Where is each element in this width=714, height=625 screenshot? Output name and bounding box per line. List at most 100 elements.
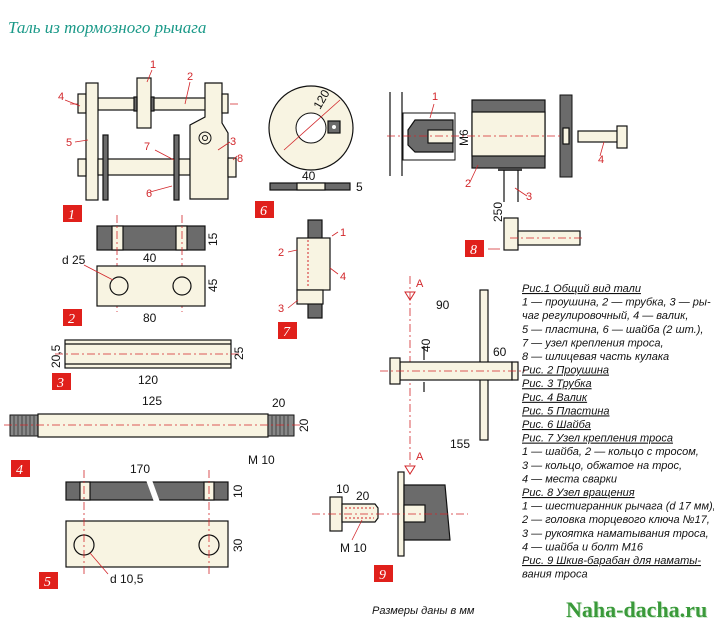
fig9-dim-thread: M 10 bbox=[340, 541, 367, 555]
fig2-dim-width: 80 bbox=[143, 311, 157, 325]
fig8-dim-thread: М6 bbox=[457, 129, 471, 146]
drum-dim-155: 155 bbox=[450, 437, 470, 451]
fig4-dim-dia: 20 bbox=[297, 418, 311, 432]
figure-badges: 1 2 3 4 5 6 7 8 9 bbox=[11, 201, 484, 590]
badge-8-text: 8 bbox=[470, 243, 477, 258]
drum-dim-60: 60 bbox=[493, 345, 507, 359]
legend-line: 4 — места сварки bbox=[522, 473, 617, 485]
fig1-label-5: 5 bbox=[66, 137, 72, 149]
fig2-dim-top-height: 15 bbox=[206, 232, 220, 246]
fig1-spline bbox=[227, 157, 237, 178]
fig1-bolt bbox=[77, 93, 87, 114]
section-mark-a-bottom: А bbox=[416, 451, 424, 463]
fig6-dim-thickness: 5 bbox=[356, 180, 363, 194]
legend-line: Рис. 3 Трубка bbox=[522, 378, 592, 390]
badge-4 bbox=[11, 460, 30, 477]
fig8-label-1: 1 bbox=[432, 91, 438, 103]
legend-line: Рис. 5 Пластина bbox=[522, 405, 609, 417]
fig1-general-view: 1 2 3 4 5 6 7 8 bbox=[58, 59, 243, 201]
fig8-label-4: 4 bbox=[598, 154, 604, 166]
fig3-dim-inner: 20,5 bbox=[49, 344, 63, 368]
legend-line: 8 — шлицевая часть кулака bbox=[522, 351, 669, 363]
legend-line: Рис. 7 Узел крепления троса bbox=[522, 433, 673, 445]
fig3-tube: 20,5 25 120 bbox=[49, 339, 246, 387]
badge-9 bbox=[374, 565, 393, 582]
fig8-label-3: 3 bbox=[526, 191, 532, 203]
fig1-label-1: 1 bbox=[150, 59, 156, 71]
badge-1 bbox=[63, 205, 82, 222]
fig7-label-3: 3 bbox=[278, 303, 284, 315]
drum-dim-40: 40 bbox=[419, 338, 433, 352]
fig1-label-2: 2 bbox=[187, 71, 193, 83]
fig5-dim-length: 170 bbox=[130, 462, 150, 476]
legend-line: вания троса bbox=[522, 569, 588, 581]
fig4-dim-thread: 20 bbox=[272, 396, 286, 410]
drum-dim-90: 90 bbox=[436, 298, 450, 312]
badge-2-text: 2 bbox=[68, 312, 75, 327]
fig5-dim-thickness: 10 bbox=[231, 484, 245, 498]
badge-2 bbox=[63, 309, 82, 326]
fig1-plate bbox=[85, 82, 99, 201]
legend-line: 7 — узел крепления троса, bbox=[522, 337, 664, 349]
fig5-dim-hole: d 10,5 bbox=[110, 572, 144, 586]
fig1-label-6: 6 bbox=[146, 188, 152, 200]
badge-4-text: 4 bbox=[16, 463, 23, 478]
fig3-dim-outer: 25 bbox=[232, 346, 246, 360]
fig7-label-1: 1 bbox=[340, 227, 346, 239]
legend-line: Рис. 6 Шайба bbox=[522, 419, 591, 431]
fig1-washer bbox=[102, 134, 109, 201]
badge-7 bbox=[278, 322, 297, 339]
badge-3-text: 3 bbox=[56, 376, 64, 391]
legend-line: 1 — шайба, 2 — кольцо с тросом, bbox=[522, 446, 699, 458]
fig3-dim-length: 120 bbox=[138, 373, 158, 387]
legend-line: Рис. 4 Валик bbox=[522, 392, 588, 404]
fig7-label-2: 2 bbox=[278, 247, 284, 259]
fig1-label-7: 7 bbox=[144, 141, 150, 153]
badge-6 bbox=[255, 201, 274, 218]
fig1-label-3: 3 bbox=[230, 136, 236, 148]
fig4-shaft: 125 20 20 M 10 bbox=[4, 394, 311, 467]
legend-line: Рис. 9 Шкив-барабан для наматы- bbox=[522, 555, 701, 567]
legend-line: Рис. 2 Проушина bbox=[522, 365, 609, 377]
badge-7-text: 7 bbox=[283, 325, 291, 340]
fig7-rope-attachment: 1 2 3 4 bbox=[278, 219, 346, 319]
fig5-plate: 170 10 30 d 10,5 bbox=[65, 462, 245, 586]
badge-1-text: 1 bbox=[68, 208, 75, 223]
fig2-dim-hole: d 25 bbox=[62, 253, 86, 267]
legend-line: Рис.1 Общий вид тали bbox=[522, 283, 641, 295]
badge-3 bbox=[52, 373, 71, 390]
page-title: Таль из тормозного рычага bbox=[8, 18, 207, 37]
fig5-dim-width: 30 bbox=[231, 538, 245, 552]
fig6-dim-width: 40 bbox=[302, 169, 316, 183]
fig1-washer bbox=[173, 134, 180, 201]
badge-6-text: 6 bbox=[260, 204, 267, 219]
legend-line: 4 — шайба и болт М16 bbox=[522, 541, 644, 553]
watermark-logo: Naha-dacha.ru bbox=[566, 597, 708, 622]
units-note: Размеры даны в мм bbox=[372, 605, 475, 617]
fig1-label-4: 4 bbox=[58, 91, 64, 103]
fig7-label-4: 4 bbox=[340, 271, 346, 283]
fig9-dim-10: 10 bbox=[336, 482, 350, 496]
badge-5-text: 5 bbox=[44, 575, 51, 590]
legend-line: 2 — головка торцевого ключа №17, bbox=[521, 514, 710, 526]
badge-8 bbox=[465, 240, 484, 257]
fig2-dim-height: 45 bbox=[206, 278, 220, 292]
fig2-eye: d 25 40 15 45 80 bbox=[62, 215, 220, 325]
section-mark-a-top: А bbox=[416, 278, 424, 290]
badge-9-text: 9 bbox=[379, 568, 386, 583]
badge-5 bbox=[39, 572, 58, 589]
drum-assembly: А А 90 40 60 155 bbox=[380, 276, 525, 475]
legend-line: 1 — шестигранник рычага (d 17 мм), bbox=[522, 501, 714, 513]
fig2-dim-top-width: 40 bbox=[143, 251, 157, 265]
fig8-rotation-unit: 1 2 3 4 М6 250 bbox=[387, 91, 628, 251]
fig4-dim-thread-size: M 10 bbox=[248, 453, 275, 467]
legend-line: Рис. 8 Узел вращения bbox=[522, 487, 635, 499]
fig1-label-8: 8 bbox=[237, 153, 243, 165]
fig6-washer: 120 40 5 bbox=[268, 85, 363, 194]
fig8-label-2: 2 bbox=[465, 178, 471, 190]
fig9-dim-20: 20 bbox=[356, 489, 370, 503]
legend-line: чаг регулировочный, 4 — валик, bbox=[522, 310, 688, 322]
legend-line: 3 — рукоятка наматывания троса, bbox=[522, 528, 709, 540]
